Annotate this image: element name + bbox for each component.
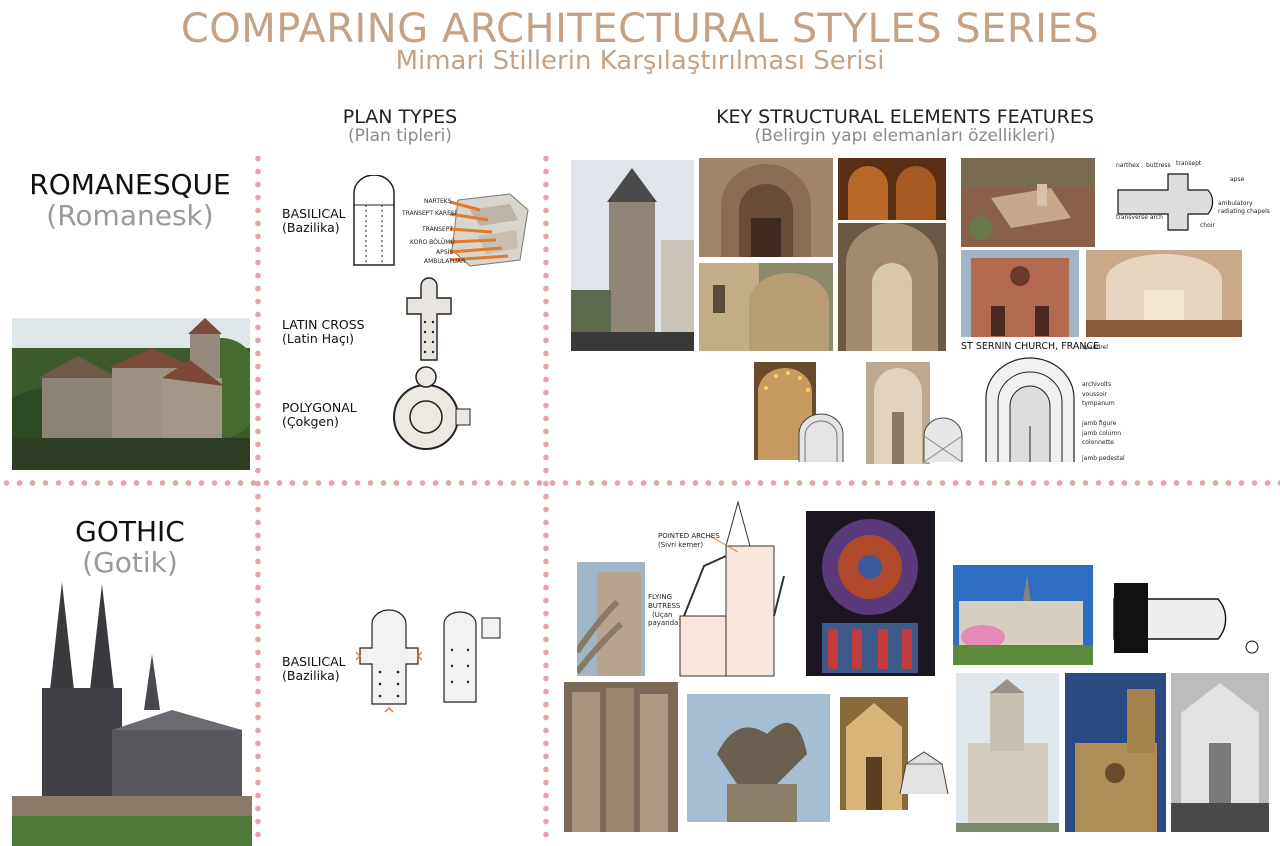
groin-vault-diagram	[923, 417, 963, 463]
annotation-koro: KORO BÖLÜMÜ	[410, 239, 455, 246]
plan-term-narthex: narthex	[1116, 162, 1140, 169]
basilical-plan-drawing	[353, 175, 395, 266]
saint-sernin-plan-drawing	[1108, 160, 1250, 244]
page-title: COMPARING ARCHITECTURAL STYLES SERIES	[180, 6, 1100, 52]
plan-term-buttress: buttress	[1146, 162, 1171, 169]
saint-sernin-aerial-photo	[961, 158, 1095, 247]
notre-dame-photo	[953, 565, 1093, 665]
plan-term-apse: apse	[1230, 176, 1245, 183]
annotation-apsis: APSİS	[436, 249, 454, 256]
plan-term-ambulatory: ambulatory	[1218, 200, 1253, 207]
gothic-plan-drawing-1	[356, 609, 422, 713]
portal-term-tympanum: tympanum	[1082, 400, 1115, 407]
crypt-vault-photo	[838, 158, 946, 220]
st-sernin-caption: ST SERNIN CHURCH, FRANCE	[961, 341, 1100, 352]
label-buttress: BUTRESS	[648, 602, 681, 610]
label-pointed-arches: POINTED ARCHES	[658, 532, 720, 540]
key-elements-title: KEY STRUCTURAL ELEMENTS FEATURES	[716, 106, 1094, 128]
saint-denis-facade-photo	[956, 673, 1059, 832]
portal-term-jamb-column: jamb column	[1082, 430, 1121, 437]
plan-label-latin-cross: LATIN CROSS (Latin Haçı)	[282, 317, 365, 346]
divider-horizontal	[0, 480, 1280, 486]
barrel-vault-diagram	[798, 413, 844, 462]
gothic-plan-label-basilical: BASILICAL (Bazilika)	[282, 654, 346, 683]
label-pointed-arches-tr: (Sivri kemer)	[658, 541, 704, 549]
plan-label-basilical: BASILICAL (Bazilika)	[282, 206, 346, 235]
plan-term-transverse-arch: transverse arch	[1116, 214, 1163, 221]
jamb-statues-photo	[564, 682, 678, 832]
groin-vault-corridor-photo	[866, 362, 930, 464]
divider-vertical-left	[255, 152, 261, 842]
annotation-transept: TRANSEPT	[422, 226, 454, 233]
rose-window-photo	[806, 511, 935, 676]
gothic-title: GOTHIC	[75, 515, 185, 548]
plan-types-subtitle: (Plan tipleri)	[348, 126, 452, 146]
romanesque-subtitle: (Romanesk)	[46, 199, 214, 232]
plan-term-radiating-chapels: radiating chapels	[1218, 208, 1270, 215]
label-buttress-tr-1: (Uçan	[652, 611, 673, 619]
label-flying: FLYING	[648, 593, 672, 601]
annotation-narteks: NARTEKS	[424, 198, 452, 205]
portal-term-jamb-figure: jamb figure	[1082, 420, 1117, 427]
romanesque-portal-diagram	[984, 356, 1076, 462]
barrel-vault-nave-photo	[838, 223, 946, 351]
saint-sernin-facade-photo	[961, 250, 1079, 337]
latin-cross-plan-drawing	[406, 277, 452, 361]
polygonal-plan-drawing	[393, 366, 471, 450]
gothic-section-diagram	[650, 496, 790, 680]
portal-term-archivolts: archivolts	[1082, 381, 1112, 388]
romanesque-title: ROMANESQUE	[29, 168, 231, 201]
portal-term-spandrel: spandrel	[1082, 344, 1108, 351]
key-elements-subtitle: (Belirgin yapı elemanları özellikleri)	[754, 126, 1056, 146]
gothic-subtitle: (Gotik)	[82, 546, 178, 579]
label-buttress-tr-2: payanda)	[648, 619, 682, 627]
plan-term-choir: choir	[1200, 222, 1215, 229]
annotation-ambulatuar: AMBULATUAR	[424, 258, 466, 265]
page-subtitle: Mimari Stillerin Karşılaştırılması Seris…	[395, 46, 885, 76]
gothic-cathedral-plan-drawing	[1108, 569, 1268, 661]
romanesque-church-photo	[12, 318, 250, 470]
plan-types-title: PLAN TYPES	[342, 106, 458, 128]
gothic-plan-drawing-2	[443, 611, 501, 703]
rib-vault-nave-photo	[840, 697, 908, 810]
plan-annotation-diagram	[449, 193, 529, 267]
saint-denis-sunset-photo	[1065, 673, 1166, 832]
galata-tower-photo	[571, 160, 694, 351]
plan-label-polygonal: POLYGONAL (Çokgen)	[282, 400, 357, 429]
cologne-cathedral-photo	[12, 580, 252, 846]
annotation-transept-karesi: TRANSEPT KARESİ	[402, 210, 457, 217]
portal-term-voussoir: voussoir	[1082, 391, 1108, 398]
rib-vault-diagram	[899, 751, 949, 795]
gothic-interior-bw-photo	[1171, 673, 1269, 832]
flying-buttress-photo	[577, 562, 645, 676]
gargoyle-photo	[687, 694, 830, 822]
plan-term-transept: transept	[1176, 160, 1202, 167]
apse-exterior-photo	[699, 263, 833, 351]
saint-sernin-interior-photo	[1086, 250, 1242, 337]
divider-vertical-right	[543, 152, 549, 842]
portal-term-colonnette: colonnette	[1082, 439, 1115, 446]
romanesque-portal-photo	[699, 158, 833, 257]
portal-term-jamb-pedestal: jamb pedestal	[1082, 455, 1125, 462]
